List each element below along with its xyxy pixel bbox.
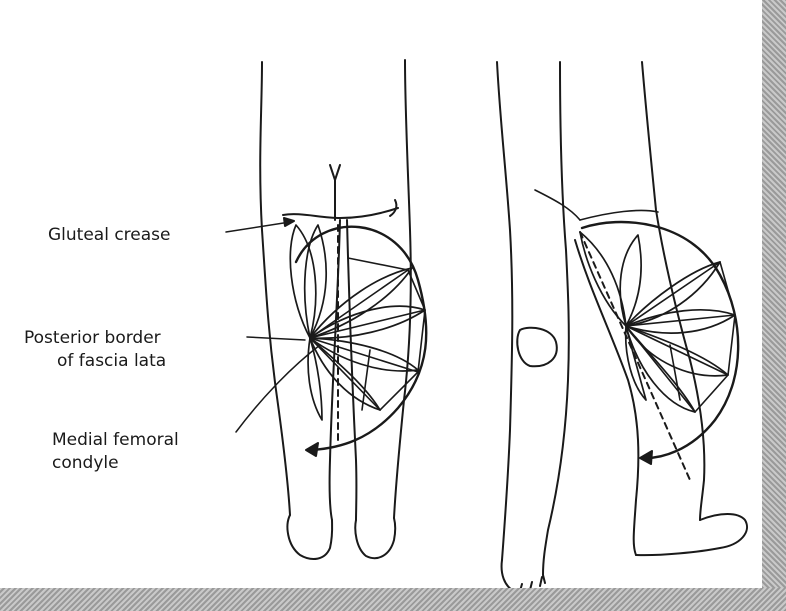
gluteal-crease-line (283, 208, 398, 218)
rom-arc-right (582, 222, 738, 458)
standing-foot (502, 560, 545, 591)
standing-leg-inner (543, 62, 569, 575)
standing-leg-outer (497, 62, 512, 560)
abducted-foot (636, 514, 747, 555)
rom-arrowhead-left (306, 443, 318, 456)
label-fascia-lata: of fascia lata (57, 351, 166, 371)
left-foot (287, 515, 332, 559)
label-gluteal-crease: Gluteal crease (48, 225, 171, 245)
gluteal-cleft (330, 165, 340, 220)
femur-dashed-line-right (580, 232, 690, 480)
leader-posterior (247, 337, 305, 340)
label-condyle: condyle (52, 453, 119, 473)
right-foot (355, 518, 395, 558)
halftone-border-bottom (0, 588, 786, 611)
right-figure (497, 62, 747, 591)
buttock-fold (390, 200, 396, 216)
halftone-border-right (762, 0, 786, 611)
left-figure (226, 60, 426, 559)
knee-outline (517, 328, 557, 367)
leader-gluteal (226, 222, 290, 232)
label-medial-femoral: Medial femoral (52, 430, 179, 450)
rom-arrowhead-right (640, 451, 652, 464)
left-leg-outer-contour (260, 62, 290, 515)
hip-crease (535, 190, 580, 220)
iliac-line (580, 210, 658, 220)
right-leg-inner-contour (347, 220, 356, 520)
label-posterior-border: Posterior border (24, 328, 161, 348)
leader-gluteal-arrow (284, 218, 294, 226)
right-leg-outer-contour (394, 60, 411, 518)
motion-petals-right (580, 232, 735, 412)
radial-lines-left (310, 258, 425, 410)
abducted-leg-bottom (575, 240, 638, 555)
